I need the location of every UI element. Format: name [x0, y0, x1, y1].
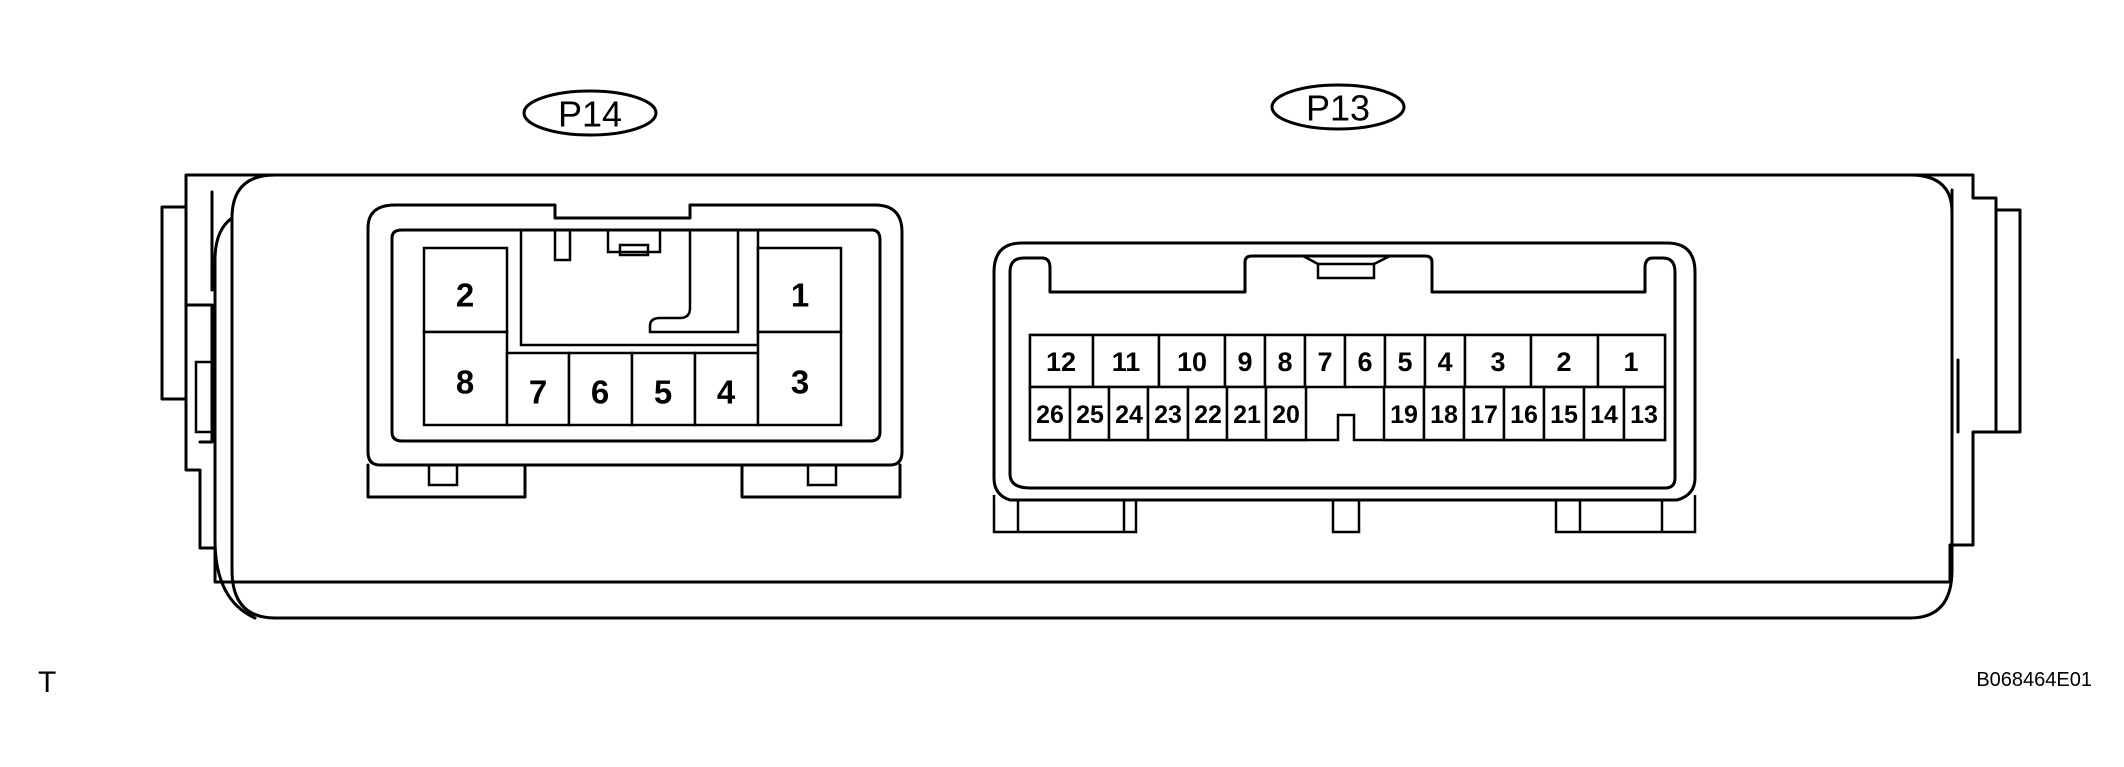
- p13-pin-label: 19: [1390, 401, 1418, 429]
- p13-pin-label: 17: [1470, 401, 1498, 429]
- p14-cell-8: [422, 330, 509, 427]
- p14-pin-label: 1: [791, 277, 809, 314]
- p13-pin-label: 3: [1490, 347, 1505, 377]
- p14-pin-label: 8: [456, 364, 474, 401]
- p13-pin-label: 1: [1623, 347, 1638, 377]
- p13-pin-label: 6: [1357, 347, 1372, 377]
- p13-tag: P13: [1306, 88, 1370, 129]
- p13-pin-label: 16: [1510, 401, 1538, 429]
- p13-pin-label: 8: [1277, 347, 1292, 377]
- p14-pin-label: 3: [791, 364, 809, 401]
- p13-pin-label: 21: [1233, 401, 1261, 429]
- p13-pin-label: 25: [1076, 401, 1104, 429]
- p13-pin-label: 22: [1194, 401, 1222, 429]
- ecu-housing: [160, 173, 2022, 620]
- p13-pin-label: 9: [1237, 347, 1252, 377]
- p13-key: [1316, 262, 1376, 280]
- p13-pin-label: 26: [1036, 401, 1064, 429]
- p14-pin-label: 2: [456, 277, 474, 314]
- p13-bottom-row: [1028, 385, 1667, 442]
- p13-pin-label: 12: [1046, 347, 1076, 377]
- p13-pin-label: 7: [1317, 347, 1332, 377]
- connector-p14: P14 2 1 8 7 6 5 4 3: [366, 89, 904, 499]
- p13-pin-label: 14: [1590, 401, 1618, 429]
- p14-cell-5: [630, 351, 697, 427]
- p13-pin-label: 4: [1437, 347, 1452, 377]
- p13-pin-label: 13: [1630, 401, 1658, 429]
- p14-pin-label: 6: [591, 374, 609, 411]
- p13-pin-label: 24: [1115, 401, 1143, 429]
- corner-letter: T: [38, 666, 56, 699]
- p13-pin-label: 2: [1556, 347, 1571, 377]
- p13-pin-label: 18: [1430, 401, 1458, 429]
- p14-pin-label: 5: [654, 374, 672, 411]
- p13-pin-label: 20: [1272, 401, 1300, 429]
- p13-pin-label: 23: [1154, 401, 1182, 429]
- p14-cell-2: [422, 246, 509, 334]
- p13-pin-label: 11: [1112, 347, 1141, 377]
- p13-pin-label: 10: [1177, 347, 1207, 377]
- p14-cell-3: [756, 330, 843, 427]
- p14-tag: P14: [558, 94, 622, 135]
- p13-tag-ellipse: [1270, 83, 1406, 131]
- p13-pin-label: 15: [1550, 401, 1578, 429]
- p14-pin-label: 4: [717, 374, 736, 411]
- connector-p13: P13: [992, 83, 1697, 534]
- p14-tag-ellipse: [522, 89, 658, 137]
- p13-top-row: [1028, 333, 1667, 389]
- figure-code: B068464E01: [1976, 669, 2092, 691]
- p14-pin-label: 7: [529, 374, 547, 411]
- p13-pin-label: 5: [1397, 347, 1412, 377]
- p14-cell-7: [505, 351, 571, 427]
